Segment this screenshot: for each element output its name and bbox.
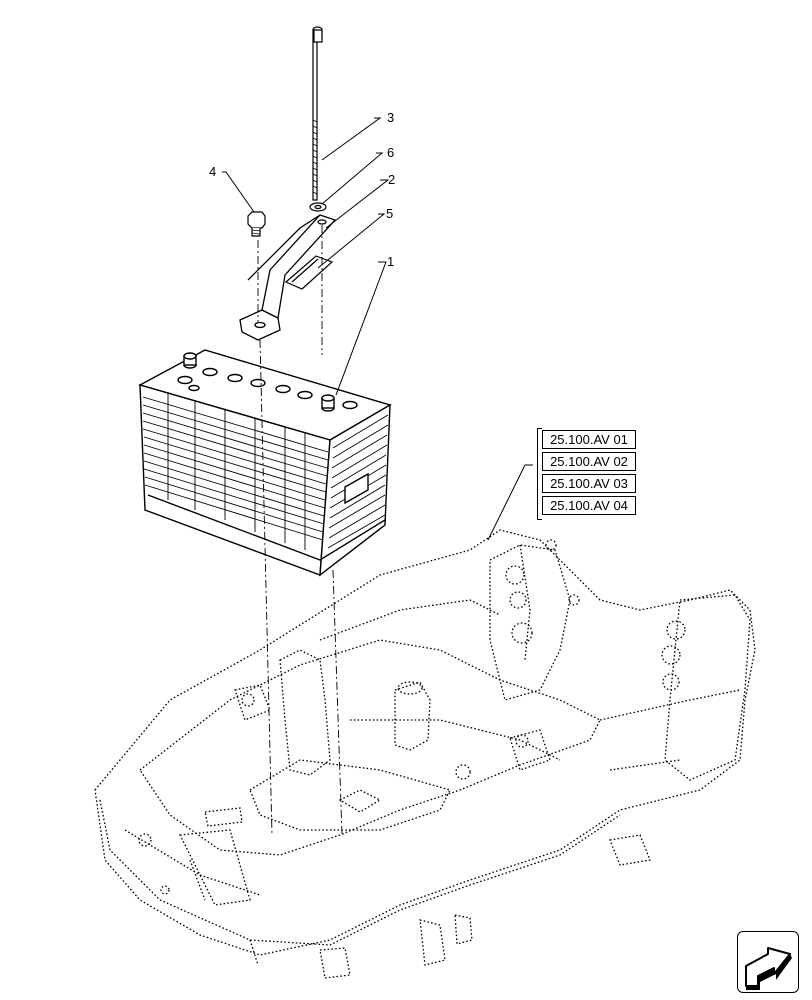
leader-4 bbox=[222, 171, 255, 213]
reference-link-25-100-av-02[interactable]: 25.100.AV 02 bbox=[542, 452, 636, 471]
next-page-button[interactable] bbox=[737, 931, 799, 993]
callout-2: 2 bbox=[388, 172, 395, 187]
callout-1: 1 bbox=[387, 254, 394, 269]
j-bolt bbox=[312, 26, 323, 201]
reference-link-25-100-av-04[interactable]: 25.100.AV 04 bbox=[542, 496, 636, 515]
battery bbox=[138, 349, 392, 577]
chassis-frame bbox=[94, 529, 756, 979]
leader-3 bbox=[321, 117, 382, 161]
callout-3: 3 bbox=[387, 110, 394, 125]
washer bbox=[309, 202, 327, 212]
next-page-arrow-icon bbox=[745, 947, 792, 990]
callout-leaders bbox=[222, 117, 533, 541]
assembly-centerlines bbox=[257, 225, 343, 836]
bracket-pad bbox=[284, 255, 334, 290]
hex-bolt bbox=[247, 211, 266, 237]
reference-link-25-100-av-03[interactable]: 25.100.AV 03 bbox=[542, 474, 636, 493]
leader-6 bbox=[321, 152, 384, 205]
callout-6: 6 bbox=[387, 145, 394, 160]
leader-refs bbox=[487, 464, 533, 541]
callout-5: 5 bbox=[386, 206, 393, 221]
reference-link-25-100-av-01[interactable]: 25.100.AV 01 bbox=[542, 430, 636, 449]
leader-2 bbox=[325, 179, 390, 229]
leader-1 bbox=[335, 261, 387, 396]
callout-4: 4 bbox=[209, 164, 216, 179]
reference-bracket bbox=[537, 428, 542, 520]
hold-down-bracket bbox=[239, 214, 337, 341]
leader-5 bbox=[317, 213, 386, 269]
